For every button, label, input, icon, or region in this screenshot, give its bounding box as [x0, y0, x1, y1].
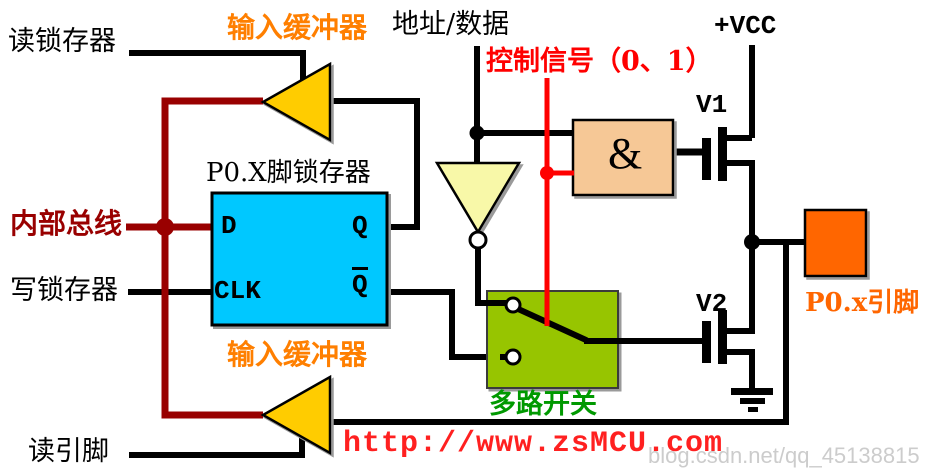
wire-pin-feedback-rail: [331, 242, 789, 425]
inverter-bubble: [468, 230, 488, 250]
label-and-gate: &: [608, 129, 643, 178]
watermark-site-url: http://www.zsMCU.com: [343, 427, 724, 461]
ground-bar-3: [748, 407, 758, 412]
wire-qbar-to-mux: [387, 289, 500, 360]
label-input-buffer-bottom: 输入缓冲器: [227, 338, 368, 371]
label-mux: 多路开关: [489, 389, 597, 420]
label-write-latch: 写锁存器: [10, 275, 118, 306]
mux-contact-top: [504, 296, 522, 314]
ground-bar-1: [731, 388, 773, 395]
label-latch-d: D: [221, 211, 237, 241]
label-pin: P0.x引脚: [805, 288, 920, 318]
wire-read-latch: [129, 50, 306, 81]
label-v2: V2: [696, 289, 728, 319]
label-read-latch: 读锁存器: [8, 26, 116, 57]
junction-control: [540, 166, 554, 180]
signal-wires: [128, 45, 806, 458]
v1-channel-bar: [718, 127, 727, 181]
control-wires: [544, 78, 574, 326]
wire-inverter-to-mux: [475, 248, 507, 306]
mux-contact-bottom: [504, 348, 522, 366]
wire-v2-source-ground: [723, 349, 755, 388]
v2-channel-bar: [718, 310, 727, 364]
label-latch-qbar: Q: [352, 267, 368, 300]
v1-gate-bar: [702, 138, 711, 180]
junction-internal-bus: [156, 218, 174, 236]
mosfets: [702, 127, 727, 364]
wire-buffer-loop: [161, 97, 263, 419]
wire-v1-source-node: [723, 160, 755, 242]
inverter-triangle: [434, 161, 522, 235]
v2-gate-bar: [702, 321, 711, 363]
label-control-signal: 控制信号（0、1）: [486, 46, 713, 77]
label-internal-bus: 内部总线: [10, 207, 123, 240]
label-latch-qbar-text: Q: [352, 267, 368, 300]
label-latch-clk: CLK: [214, 276, 261, 306]
label-latch-title: P0.X脚锁存器: [206, 158, 371, 188]
label-v1: V1: [696, 90, 728, 120]
ground-symbol: [731, 388, 773, 412]
label-read-pin: 读引脚: [28, 436, 109, 467]
input-buffer-top-triangle: [260, 61, 332, 143]
label-latch-q: Q: [352, 211, 368, 241]
wire-read-pin: [129, 436, 305, 458]
input-buffer-bottom-triangle: [260, 374, 332, 456]
wire-v2-drain-node: [723, 240, 755, 334]
junction-address-data: [469, 125, 485, 141]
label-address-data: 地址/数据: [392, 9, 510, 40]
ground-bar-2: [740, 398, 765, 404]
label-input-buffer-top: 输入缓冲器: [227, 11, 368, 44]
wire-q-to-buffer: [331, 98, 420, 230]
components: [210, 61, 868, 456]
mux-switch-lever: [513, 305, 589, 343]
latch-box: [210, 191, 389, 327]
junction-pin-node: [744, 234, 760, 250]
and-gate-box: [571, 118, 675, 197]
label-vcc: +VCC: [714, 11, 777, 41]
pin-box: [803, 208, 868, 278]
watermark-csdn: blog.csdn.net/qq_45138815: [648, 443, 920, 468]
